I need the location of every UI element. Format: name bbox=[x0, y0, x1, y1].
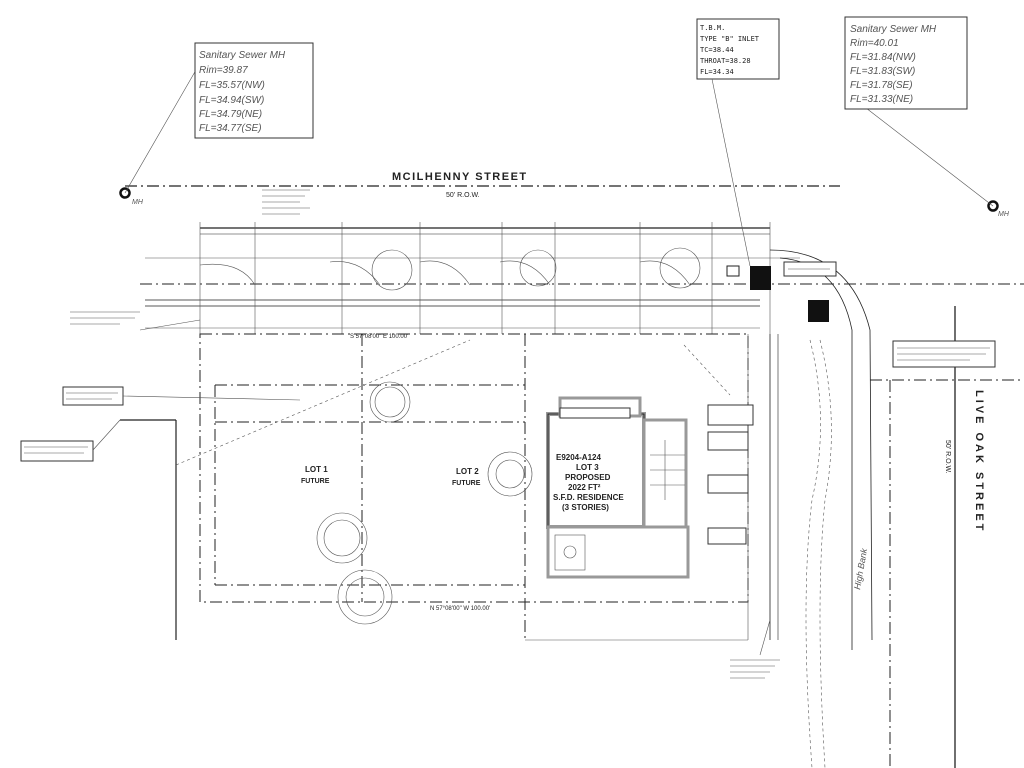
svg-text:(3 STORIES): (3 STORIES) bbox=[562, 503, 609, 512]
manhole-east-callout: Sanitary Sewer MH Rim=40.01 FL=31.84(NW)… bbox=[844, 16, 968, 110]
street-name-north: MCILHENNY STREET bbox=[392, 171, 528, 183]
mcilhenny-street bbox=[125, 185, 1024, 650]
lot-2-label: LOT 2 FUTURE bbox=[452, 467, 481, 487]
svg-text:FL=34.77(SE): FL=34.77(SE) bbox=[199, 123, 262, 134]
svg-text:MH: MH bbox=[998, 211, 1010, 218]
svg-text:FL=31.78(SE): FL=31.78(SE) bbox=[850, 80, 913, 91]
svg-text:FL=31.83(SW): FL=31.83(SW) bbox=[850, 66, 915, 77]
svg-text:Rim=40.01: Rim=40.01 bbox=[850, 38, 899, 49]
lot-boundaries bbox=[120, 333, 749, 641]
svg-text:MH: MH bbox=[132, 199, 144, 206]
manhole-east: MH bbox=[865, 107, 1010, 218]
svg-text:PROPOSED: PROPOSED bbox=[565, 473, 611, 482]
drainage-box bbox=[808, 300, 829, 322]
svg-text:LOT 3: LOT 3 bbox=[576, 463, 599, 472]
svg-text:FL=35.57(NW): FL=35.57(NW) bbox=[199, 80, 265, 91]
svg-text:FUTURE: FUTURE bbox=[301, 478, 330, 485]
street-row-north: 50' R.O.W. bbox=[446, 192, 480, 199]
manhole-west-callout: Sanitary Sewer MH Rim=39.87 FL=35.57(NW)… bbox=[194, 42, 314, 139]
svg-text:FL=31.33(NE): FL=31.33(NE) bbox=[850, 94, 913, 105]
annotation-notes bbox=[20, 189, 996, 679]
street-row-east: 50' R.O.W. bbox=[944, 440, 951, 474]
svg-text:Sanitary Sewer MH: Sanitary Sewer MH bbox=[199, 50, 286, 61]
svg-text:LOT 2: LOT 2 bbox=[456, 467, 479, 476]
svg-text:TC=38.44: TC=38.44 bbox=[700, 46, 734, 54]
svg-text:TYPE "B" INLET: TYPE "B" INLET bbox=[700, 35, 760, 43]
svg-text:E9204-A124: E9204-A124 bbox=[556, 453, 601, 462]
type-b-inlet bbox=[750, 266, 771, 290]
valve-box bbox=[726, 265, 740, 277]
inlet-callout: T.B.M. TYPE "B" INLET TC=38.44 THROAT=38… bbox=[696, 18, 780, 267]
svg-text:FL=34.79(NE): FL=34.79(NE) bbox=[199, 109, 262, 120]
manhole-west: MH bbox=[119, 69, 197, 206]
street-name-east: LIVE OAK STREET bbox=[973, 390, 985, 533]
svg-text:FL=34.94(SW): FL=34.94(SW) bbox=[199, 95, 264, 106]
lot-3-label: E9204-A124 LOT 3 PROPOSED 2022 FT² S.F.D… bbox=[553, 453, 624, 512]
svg-text:Rim=39.87: Rim=39.87 bbox=[199, 65, 248, 76]
bearing-north: S 57°08'00" E 100.00' bbox=[350, 334, 408, 340]
svg-text:FL=31.84(NW): FL=31.84(NW) bbox=[850, 52, 916, 63]
bearing-south: N 57°08'00" W 100.00' bbox=[430, 606, 490, 612]
live-oak-street bbox=[769, 306, 1024, 768]
svg-text:2022 FT²: 2022 FT² bbox=[568, 483, 601, 492]
svg-text:FUTURE: FUTURE bbox=[452, 480, 481, 487]
svg-text:FL=34.34: FL=34.34 bbox=[700, 68, 734, 76]
lot-1-label: LOT 1 FUTURE bbox=[301, 465, 330, 485]
svg-text:S.F.D. RESIDENCE: S.F.D. RESIDENCE bbox=[553, 493, 624, 502]
svg-text:Sanitary Sewer MH: Sanitary Sewer MH bbox=[850, 24, 937, 35]
svg-text:THROAT=38.28: THROAT=38.28 bbox=[700, 57, 751, 65]
svg-text:T.B.M.: T.B.M. bbox=[700, 24, 725, 32]
high-bank-label: High Bank bbox=[852, 547, 869, 590]
trees bbox=[316, 247, 701, 625]
proposed-residence bbox=[546, 396, 690, 579]
svg-text:LOT 1: LOT 1 bbox=[305, 465, 328, 474]
